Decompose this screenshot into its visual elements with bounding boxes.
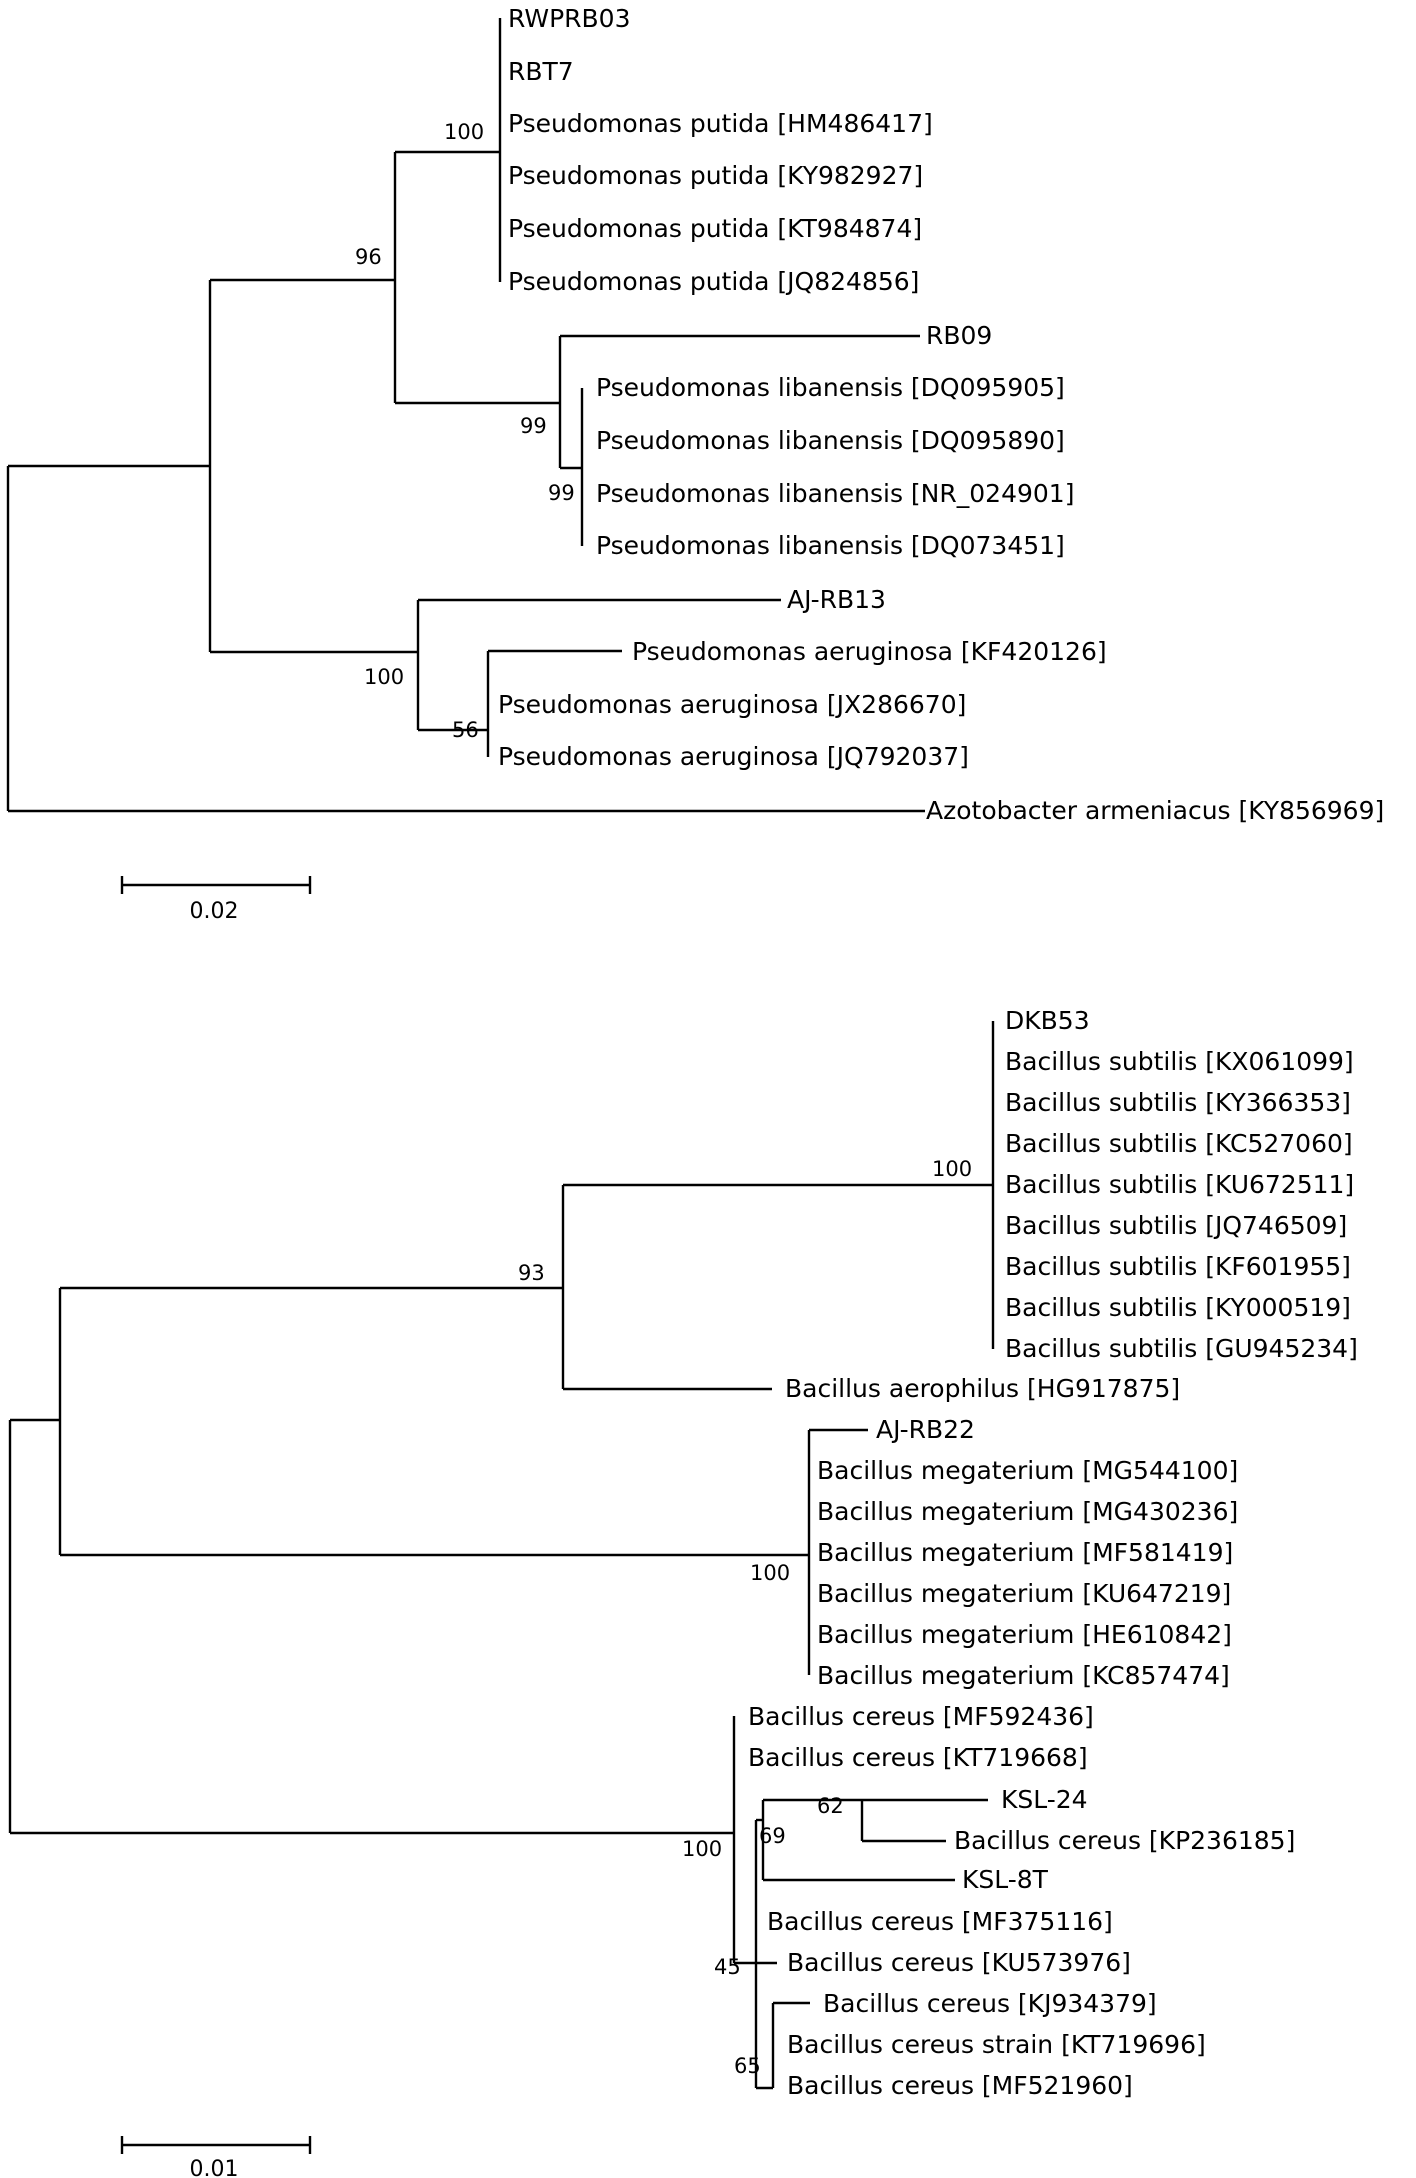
taxon-label: KSL-24 [1001, 1785, 1088, 1814]
tree-a-labels: RWPRB03 RBT7 Pseudomonas putida [HM48641… [498, 4, 1384, 825]
bootstrap-value: 45 [714, 1955, 741, 1979]
taxon-label: Azotobacter armeniacus [KY856969] [926, 796, 1384, 825]
taxon-label: Bacillus cereus [MF375116] [767, 1907, 1113, 1936]
taxon-label: Bacillus megaterium [MG430236] [817, 1497, 1238, 1526]
bootstrap-value: 100 [682, 1837, 722, 1861]
taxon-label: AJ-RB13 [787, 585, 886, 614]
taxon-label: Bacillus subtilis [JQ746509] [1005, 1211, 1347, 1240]
bootstrap-value: 99 [520, 414, 547, 438]
bootstrap-value: 96 [355, 245, 382, 269]
taxon-label: Bacillus cereus [MF592436] [748, 1702, 1094, 1731]
scale-bar: 0.02 [120, 876, 312, 924]
taxon-label: Pseudomonas aeruginosa [KF420126] [632, 637, 1107, 666]
taxon-label: Bacillus cereus [KT719668] [748, 1743, 1088, 1772]
tree-a-bootstrap: 100 96 99 99 100 56 [355, 120, 575, 742]
taxon-label: Bacillus subtilis [KC527060] [1005, 1129, 1353, 1158]
taxon-label: Bacillus megaterium [MG544100] [817, 1456, 1238, 1485]
taxon-label: DKB53 [1005, 1006, 1090, 1035]
tree-b-bootstrap: 100 93 100 100 62 69 45 65 [518, 1157, 972, 2078]
taxon-label: RWPRB03 [508, 4, 631, 33]
taxon-label: KSL-8T [962, 1865, 1049, 1894]
taxon-label: Bacillus cereus strain [KT719696] [787, 2030, 1206, 2059]
taxon-label: Bacillus subtilis [KF601955] [1005, 1252, 1351, 1281]
tree-b-labels: DKB53 Bacillus subtilis [KX061099] Bacil… [748, 1006, 1358, 2100]
taxon-label: Bacillus subtilis [GU945234] [1005, 1334, 1358, 1363]
taxon-label: RB09 [926, 321, 992, 350]
taxon-label: Bacillus cereus [KU573976] [787, 1948, 1131, 1977]
taxon-label: Pseudomonas putida [KY982927] [508, 161, 923, 190]
taxon-label: Pseudomonas aeruginosa [JX286670] [498, 690, 966, 719]
taxon-label: Bacillus subtilis [KX061099] [1005, 1047, 1354, 1076]
taxon-label: AJ-RB22 [876, 1415, 975, 1444]
bootstrap-value: 93 [518, 1261, 545, 1285]
scale-bar-label: 0.01 [190, 2157, 239, 2178]
taxon-label: Bacillus cereus [KJ934379] [823, 1989, 1157, 2018]
taxon-label: Bacillus megaterium [HE610842] [817, 1620, 1232, 1649]
bootstrap-value: 56 [452, 718, 479, 742]
tree-b-branches [8, 1021, 995, 2090]
taxon-label: Bacillus megaterium [MF581419] [817, 1538, 1233, 1567]
taxon-label: Pseudomonas libanensis [DQ095890] [596, 426, 1065, 455]
bootstrap-value: 100 [364, 665, 404, 689]
taxon-label: Bacillus subtilis [KY366353] [1005, 1088, 1351, 1117]
taxon-label: Bacillus cereus [MF521960] [787, 2071, 1133, 2100]
taxon-label: Pseudomonas libanensis [DQ073451] [596, 531, 1065, 560]
taxon-label: Pseudomonas libanensis [DQ095905] [596, 373, 1065, 402]
bootstrap-value: 65 [734, 2054, 761, 2078]
scale-bar-label: 0.02 [190, 899, 239, 924]
taxon-label: Bacillus aerophilus [HG917875] [785, 1374, 1180, 1403]
bootstrap-value: 69 [759, 1824, 786, 1848]
taxon-label: Pseudomonas putida [KT984874] [508, 214, 922, 243]
bootstrap-value: 100 [750, 1561, 790, 1585]
tree-bacillus: DKB53 Bacillus subtilis [KX061099] Bacil… [8, 1006, 1358, 2178]
tree-a-branches [6, 18, 925, 813]
scale-bar: 0.01 [120, 2136, 312, 2178]
taxon-label: Pseudomonas libanensis [NR_024901] [596, 479, 1074, 508]
bootstrap-value: 100 [444, 120, 484, 144]
bootstrap-value: 100 [932, 1157, 972, 1181]
taxon-label: Pseudomonas putida [HM486417] [508, 109, 933, 138]
taxon-label: RBT7 [508, 57, 574, 86]
taxon-label: Pseudomonas aeruginosa [JQ792037] [498, 742, 969, 771]
taxon-label: Pseudomonas putida [JQ824856] [508, 267, 919, 296]
taxon-label: Bacillus cereus [KP236185] [954, 1826, 1295, 1855]
taxon-label: Bacillus megaterium [KU647219] [817, 1579, 1231, 1608]
tree-pseudomonas: RWPRB03 RBT7 Pseudomonas putida [HM48641… [6, 4, 1384, 924]
taxon-label: Bacillus megaterium [KC857474] [817, 1661, 1230, 1690]
taxon-label: Bacillus subtilis [KU672511] [1005, 1170, 1354, 1199]
bootstrap-value: 62 [817, 1794, 844, 1818]
taxon-label: Bacillus subtilis [KY000519] [1005, 1293, 1351, 1322]
bootstrap-value: 99 [548, 481, 575, 505]
